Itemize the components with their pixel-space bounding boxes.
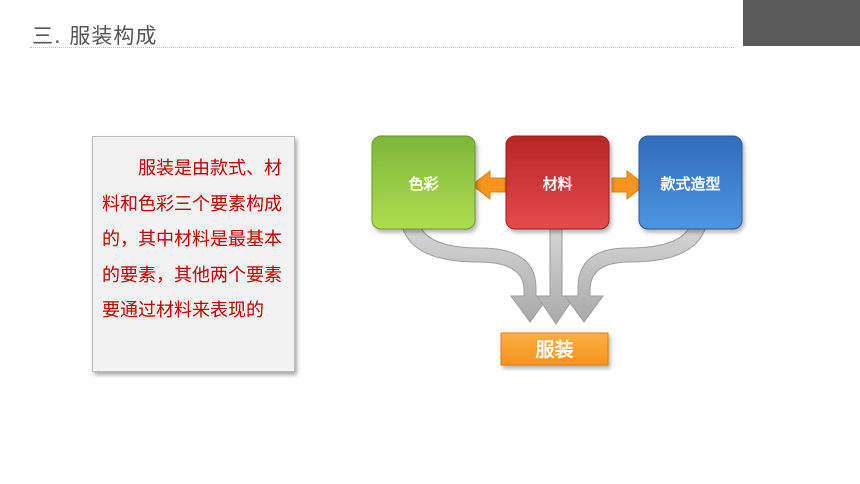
title-divider	[30, 47, 734, 48]
flow-arrows	[401, 225, 707, 325]
node-result: 服装	[500, 332, 609, 366]
flow-arrow-left	[401, 225, 550, 323]
page-title: 三. 服装构成	[32, 24, 158, 48]
node-result-label: 服装	[535, 338, 573, 361]
description-box: 服装是由款式、材料和色彩三个要素构成的，其中材料是最基本的要素，其他两个要素要通…	[92, 136, 295, 372]
flow-arrow-center	[536, 227, 576, 325]
corner-decoration	[743, 0, 860, 46]
node-color-label: 色彩	[408, 175, 438, 193]
arrow-to-color	[471, 169, 506, 201]
node-material-label: 材料	[542, 175, 572, 193]
arrow-to-style	[611, 169, 646, 201]
node-style-label: 款式造型	[660, 175, 720, 193]
node-style: 款式造型	[638, 135, 743, 230]
node-color: 色彩	[371, 135, 476, 230]
node-material: 材料	[505, 135, 610, 230]
description-text: 服装是由款式、材料和色彩三个要素构成的，其中材料是最基本的要素，其他两个要素要通…	[102, 158, 282, 321]
flow-arrow-right	[564, 225, 707, 323]
